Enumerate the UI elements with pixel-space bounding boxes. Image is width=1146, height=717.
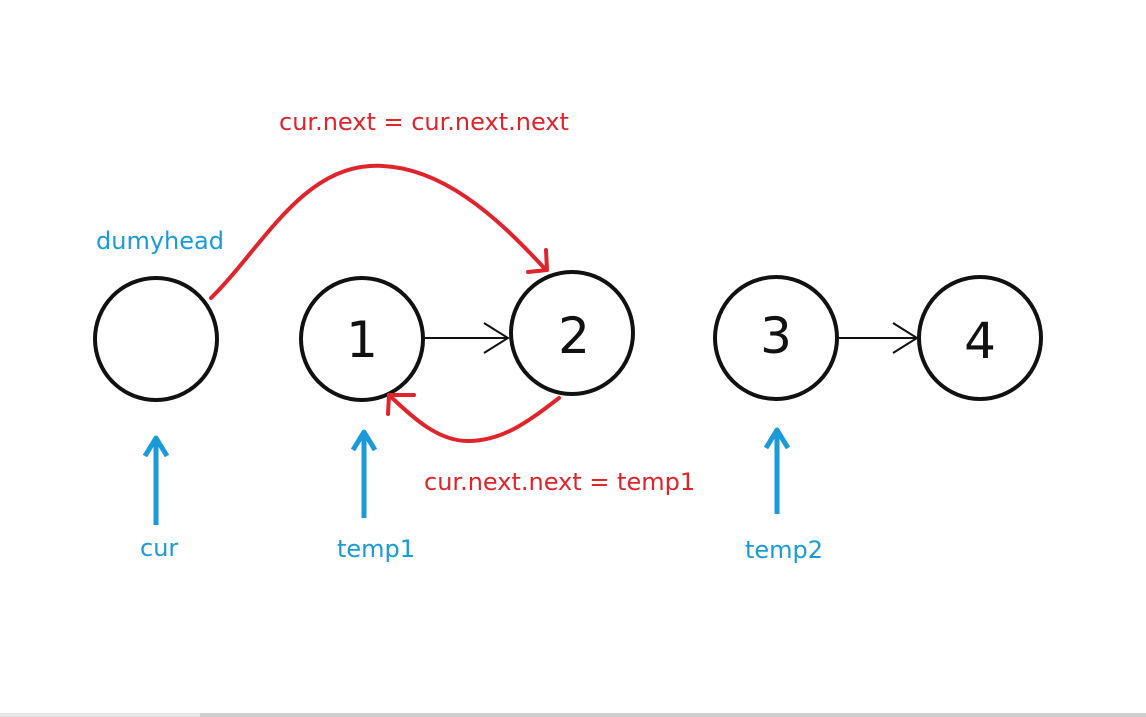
node-4-circle bbox=[917, 275, 1043, 401]
next-arrow-3-to-4 bbox=[839, 322, 919, 354]
node-3-circle bbox=[713, 275, 839, 401]
pointer-arrow-cur bbox=[142, 435, 170, 525]
red-arrow-dummy-to-2 bbox=[209, 163, 549, 300]
node-1-circle bbox=[299, 276, 425, 402]
red-arrow-2-to-1 bbox=[386, 393, 561, 444]
node-4-label: 4 bbox=[964, 312, 996, 370]
bottom-edge-left bbox=[0, 713, 200, 717]
node-dummy-circle bbox=[93, 276, 219, 402]
node-3-label: 3 bbox=[760, 307, 792, 365]
bottom-edge-bar bbox=[200, 713, 1146, 717]
node-2-label: 2 bbox=[558, 307, 590, 365]
node-2-circle bbox=[509, 270, 635, 396]
node-1-label: 1 bbox=[346, 311, 378, 369]
label-cur: cur bbox=[140, 534, 178, 562]
label-temp2: temp2 bbox=[745, 536, 823, 564]
pointer-arrow-temp2 bbox=[763, 427, 791, 514]
pointer-arrow-temp1 bbox=[350, 429, 378, 518]
next-arrow-1-to-2 bbox=[425, 322, 510, 354]
label-dumyhead: dumyhead bbox=[96, 227, 224, 255]
label-temp1: temp1 bbox=[337, 535, 415, 563]
code-label-bottom: cur.next.next = temp1 bbox=[424, 468, 695, 496]
code-label-top: cur.next = cur.next.next bbox=[279, 108, 569, 136]
